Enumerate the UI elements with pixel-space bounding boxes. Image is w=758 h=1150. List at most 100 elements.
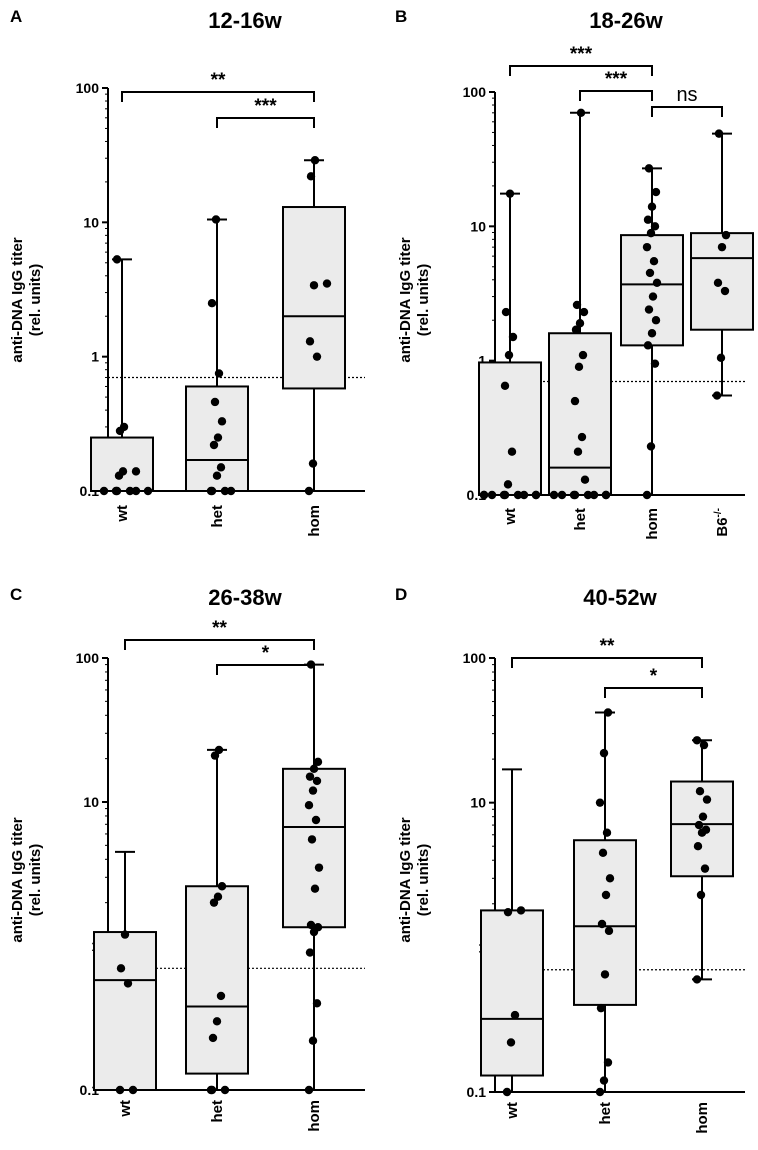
data-point — [143, 486, 153, 496]
x-tick-label-B6: B6-/- — [713, 508, 731, 537]
x-tick-label: B6-/- — [713, 508, 731, 537]
panel-letter: A — [10, 7, 22, 26]
data-point — [309, 764, 319, 774]
data-point — [696, 890, 706, 900]
x-tick-label: het — [209, 505, 226, 528]
x-tick-label-wt: wt — [504, 1102, 521, 1120]
data-point — [212, 1017, 222, 1026]
significance-label: *** — [605, 69, 628, 90]
x-tick-label-hom: hom — [694, 1102, 711, 1134]
data-point — [692, 736, 702, 745]
box-iqr — [282, 767, 346, 929]
data-point — [513, 490, 523, 500]
data-point — [700, 864, 710, 873]
data-point — [312, 776, 322, 786]
x-tick-label: wt — [502, 508, 519, 526]
data-point — [206, 486, 216, 496]
data-point — [589, 490, 599, 500]
x-tick-label-hom: hom — [306, 505, 323, 537]
data-point — [712, 391, 722, 400]
x-tick-label: wt — [117, 1100, 134, 1118]
panel-title: 12-16w — [208, 8, 282, 33]
panel-letter: C — [10, 585, 22, 604]
box-wt — [93, 850, 157, 1092]
data-point — [499, 490, 509, 500]
box-wt — [478, 192, 542, 496]
data-point — [601, 890, 611, 900]
box-het — [185, 748, 249, 1091]
data-point — [214, 745, 224, 755]
data-point — [598, 848, 608, 858]
box-iqr — [282, 206, 346, 390]
data-point — [651, 316, 661, 325]
data-point — [571, 325, 581, 334]
data-point — [211, 215, 221, 224]
data-point — [693, 842, 703, 851]
panel-title: 40-52w — [583, 585, 657, 610]
data-point — [579, 307, 589, 317]
data-point — [304, 801, 314, 810]
data-point — [643, 215, 653, 224]
data-point — [580, 475, 590, 484]
y-axis-label-line1: anti-DNA IgG titer — [9, 237, 26, 362]
data-point — [577, 432, 587, 442]
data-point — [644, 164, 654, 173]
data-point — [721, 230, 731, 240]
bracket-line — [124, 639, 315, 650]
panel-letter: D — [395, 585, 407, 604]
data-point — [600, 970, 610, 979]
data-point — [694, 820, 704, 830]
x-tick-label: hom — [306, 505, 323, 537]
x-tick-label: het — [209, 1100, 226, 1123]
box-hom — [620, 167, 684, 496]
data-point — [716, 353, 726, 363]
data-point — [601, 490, 611, 500]
significance-bracket: ** — [121, 70, 315, 102]
significance-label: * — [650, 666, 658, 687]
data-point — [500, 381, 510, 390]
data-point — [717, 242, 727, 252]
data-point — [642, 490, 652, 500]
data-point — [308, 786, 318, 795]
data-point — [595, 1087, 605, 1097]
x-tick-label-het: het — [209, 1100, 226, 1123]
box-het — [573, 711, 637, 1093]
significance-bracket: ** — [124, 618, 315, 650]
data-point — [506, 1038, 516, 1047]
data-point — [216, 991, 226, 1001]
data-point — [648, 292, 658, 301]
panel-title: 26-38w — [208, 585, 282, 610]
data-point — [208, 1033, 218, 1043]
data-point — [603, 1058, 613, 1067]
x-tick-label-wt: wt — [502, 508, 519, 526]
data-point — [603, 708, 613, 717]
data-point — [646, 228, 656, 238]
data-point — [507, 447, 517, 456]
data-point — [531, 490, 541, 500]
data-point — [312, 352, 322, 361]
y-tick-label: 100 — [76, 80, 100, 96]
y-tick-label: 10 — [470, 218, 486, 234]
box-iqr — [90, 436, 154, 493]
y-axis-label: anti-DNA IgG titer(rel. units) — [9, 817, 44, 942]
data-point — [646, 442, 656, 451]
x-tick-label: hom — [694, 1102, 711, 1134]
box-wt — [480, 768, 544, 1093]
data-point — [479, 490, 489, 500]
x-tick-label: wt — [114, 505, 131, 523]
data-point — [128, 1085, 138, 1095]
data-point — [213, 433, 223, 442]
data-point — [572, 300, 582, 310]
y-tick-label: 100 — [76, 650, 100, 666]
data-point — [578, 350, 588, 360]
y-tick-label: 10 — [83, 214, 99, 230]
x-tick-label-het: het — [572, 508, 589, 531]
box-iqr — [620, 234, 684, 347]
data-point — [604, 926, 614, 936]
x-tick-label-wt: wt — [117, 1100, 134, 1118]
data-point — [596, 1003, 606, 1013]
